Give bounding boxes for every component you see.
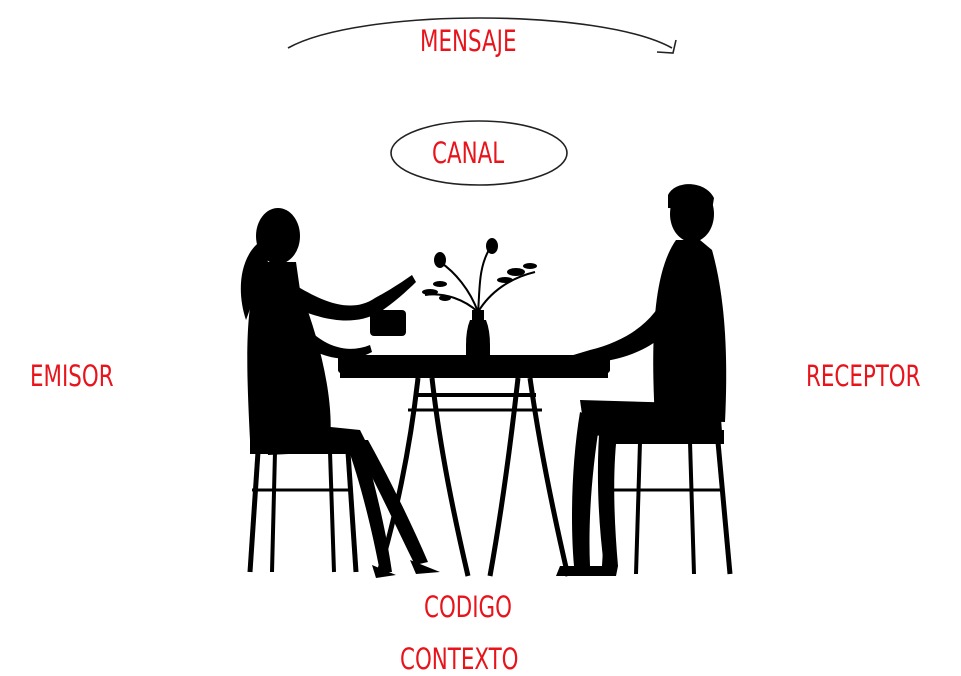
label-emisor: EMISOR [30,359,114,393]
label-contexto: CONTEXTO [400,642,519,676]
label-canal: CANAL [432,136,505,170]
man-silhouette [556,184,733,576]
message-arrow [287,17,673,49]
channel-ellipse [390,120,568,186]
message-arrowhead [656,39,677,54]
woman-silhouette [240,208,440,578]
label-mensaje: MENSAJE [420,24,517,58]
vase-silhouette [422,238,537,356]
label-codigo: CODIGO [424,590,512,624]
label-receptor: RECEPTOR [806,359,921,393]
